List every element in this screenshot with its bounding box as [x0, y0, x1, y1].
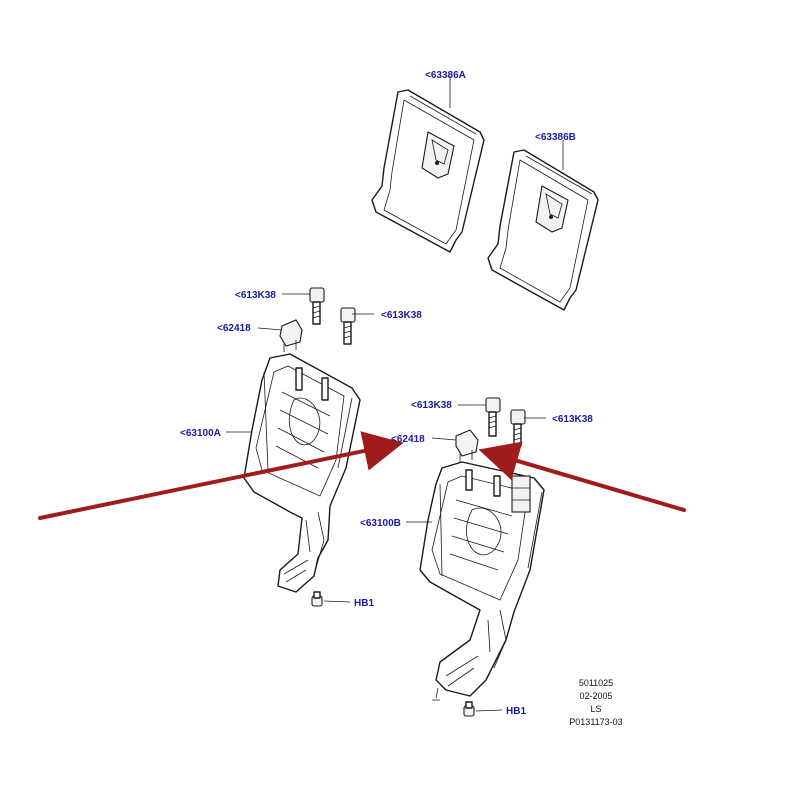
clip-62418-a: [279, 319, 303, 352]
bolt-613k38-a1: [309, 287, 325, 325]
clip-62418-b: [455, 429, 479, 462]
bolt-613k38-a2: [340, 307, 356, 345]
info-line-3: LS: [590, 704, 601, 714]
info-line-1: 5011025: [579, 678, 613, 688]
info-line-2: 02-2005: [579, 691, 612, 701]
panel-a-latch-recess: [421, 131, 455, 179]
callout-613k38-b1: <613K38: [411, 400, 452, 411]
callout-hb1-a: HB1: [354, 598, 374, 609]
bolt-613k38-b2: [510, 409, 526, 447]
seat-frame-a: [243, 353, 361, 593]
callout-62418-a: <62418: [217, 323, 251, 334]
info-line-4: P0131173-03: [569, 717, 622, 727]
diagram-info-block: 5011025 02-2005 LS P0131173-03: [569, 678, 622, 727]
callout-613k38-a1: <613K38: [235, 290, 276, 301]
panel-b-latch-recess: [535, 185, 569, 233]
callout-63100a: <63100A: [180, 428, 221, 439]
callout-63386b: <63386B: [535, 132, 576, 143]
callout-613k38-b2: <613K38: [552, 414, 593, 425]
callout-613k38-a2: <613K38: [381, 310, 422, 321]
seat-back-panel-b: [487, 149, 599, 311]
red-arrow-right: [478, 441, 686, 512]
callout-63100b: <63100B: [360, 518, 401, 529]
bolt-hb1-b: [463, 701, 475, 717]
bolt-hb1-a: [311, 591, 323, 607]
leader-lines: [226, 76, 564, 712]
callout-hb1-b: HB1: [506, 706, 526, 717]
red-arrow-left: [38, 431, 404, 520]
callout-63386a: <63386A: [425, 70, 466, 81]
seat-frame-b: [419, 461, 545, 701]
seat-back-panel-a: [371, 89, 485, 253]
bolt-613k38-b1: [485, 397, 501, 437]
callout-62418-b: <62418: [391, 434, 425, 445]
